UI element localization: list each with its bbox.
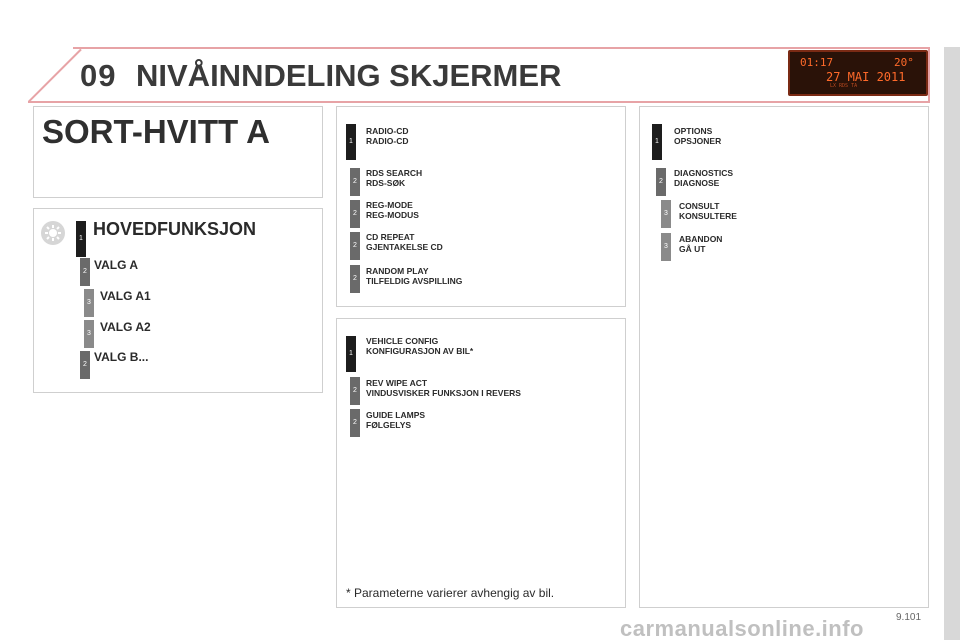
level-badge: 3 (661, 200, 671, 228)
section-heading: SORT-HVITT A (42, 113, 270, 150)
level-badge: 2 (350, 377, 360, 405)
level-badge: 1 (652, 124, 662, 160)
header-diagonal-line (28, 48, 82, 103)
page-number: 9.101 (896, 612, 922, 623)
level-badge: 1 (346, 124, 356, 160)
level-badge: 2 (350, 168, 360, 196)
display-time: 01:17 (800, 56, 834, 69)
menu-item: VALG A (94, 258, 138, 272)
watermark: carmanualsonline.info (620, 616, 864, 641)
level-badge: 2 (350, 232, 360, 260)
vehicle-panel (336, 318, 626, 608)
radio-panel (336, 106, 626, 307)
display-date: 27 MAI 2011 (826, 70, 906, 84)
header-bottom-line (28, 101, 930, 103)
heading-panel (33, 106, 323, 198)
header-right-line (928, 47, 930, 103)
header-top-line (73, 47, 928, 49)
level-badge: 2 (350, 265, 360, 293)
options-panel (639, 106, 929, 608)
menu-item: VALG B... (94, 350, 149, 364)
level-badge: 3 (84, 320, 94, 348)
level-badge: 1 (346, 336, 356, 372)
level-badge: 3 (661, 233, 671, 261)
menu-title: HOVEDFUNKSJON (93, 219, 257, 239)
level-badge: 2 (80, 351, 90, 379)
chapter-number: 09 (80, 58, 117, 93)
footnote: * Parameterne varierer avhengig av bil. (346, 586, 555, 600)
menu-item: VALG A1 (100, 289, 151, 303)
display-image: 01:17 20° 27 MAI 2011 LX RDS TA (788, 50, 928, 96)
menu-item: VALG A2 (100, 320, 151, 334)
display-temp: 20° (894, 56, 914, 69)
level-badge: 2 (656, 168, 666, 196)
settings-icon (41, 221, 65, 245)
level-badge: 1 (76, 221, 86, 257)
level-badge: 3 (84, 289, 94, 317)
page-title: NIVÅINNDELING SKJERMER (136, 58, 562, 93)
page-edge-bar (944, 47, 960, 640)
level-badge: 2 (80, 258, 90, 286)
level-badge: 2 (350, 409, 360, 437)
level-badge: 2 (350, 200, 360, 228)
display-small: LX RDS TA (830, 83, 858, 89)
